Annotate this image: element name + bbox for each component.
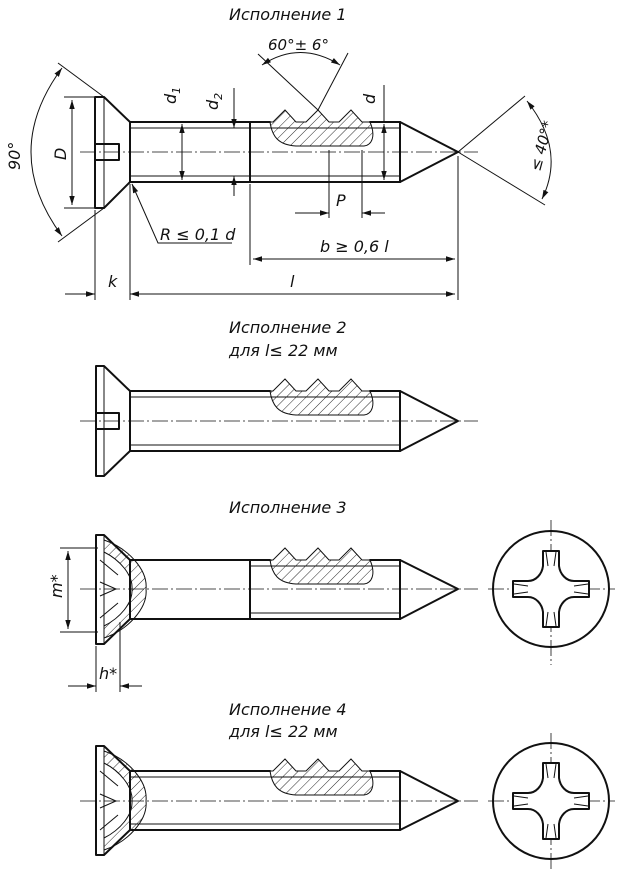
head-diameter-label: D: [51, 148, 70, 160]
view-4: Исполнение 4 для l≤ 22 мм: [80, 700, 615, 870]
d2-label: d2: [203, 93, 225, 110]
view-3-tip: [399, 559, 459, 620]
view-1-head: [94, 96, 131, 209]
view-2-thread-section: [269, 378, 374, 416]
view-2: Исполнение 2 для l≤ 22 мм: [80, 318, 478, 477]
view-4-recess: [103, 750, 147, 851]
view-3-cross-recess: [512, 550, 590, 628]
view-4-tip: [399, 770, 459, 831]
view-4-cross-recess: [512, 762, 590, 840]
tip-angle-label: ≤ 40°*: [526, 118, 557, 173]
length-label: l: [290, 272, 295, 291]
view-2-title: Исполнение 2: [229, 318, 347, 337]
view-4-title: Исполнение 4: [229, 700, 347, 719]
head-height-label: k: [108, 272, 118, 291]
view-3-thread-section: [269, 547, 374, 585]
thread-length-label: b ≥ 0,6 l: [320, 237, 389, 256]
view-3-title: Исполнение 3: [229, 498, 347, 517]
radius-label: R ≤ 0,1 d: [160, 225, 236, 244]
d-label: d: [360, 93, 379, 104]
view-3: Исполнение 3 m* h*: [47, 498, 615, 692]
recess-h-label: h*: [99, 664, 117, 683]
view-4-subtitle: для l≤ 22 мм: [228, 722, 338, 741]
head-angle-label: 90°: [5, 142, 24, 170]
view-1: Исполнение 1 60°± 6° 90°: [5, 5, 557, 300]
view-3-end-view: [488, 520, 615, 665]
pitch-label: P: [336, 191, 346, 210]
view-1-thread-section: [269, 109, 374, 147]
d1-label: d1: [161, 87, 183, 104]
thread-angle-label: 60°± 6°: [268, 36, 329, 54]
view-1-title: Исполнение 1: [229, 5, 347, 24]
view-4-end-view: [488, 733, 615, 870]
view-1-slot: [94, 143, 120, 161]
view-2-subtitle: для l≤ 22 мм: [228, 341, 338, 360]
view-2-tip: [399, 390, 459, 452]
view-4-thread-section: [269, 758, 374, 796]
recess-m-label: m*: [47, 574, 66, 598]
view-2-slot: [95, 412, 120, 430]
